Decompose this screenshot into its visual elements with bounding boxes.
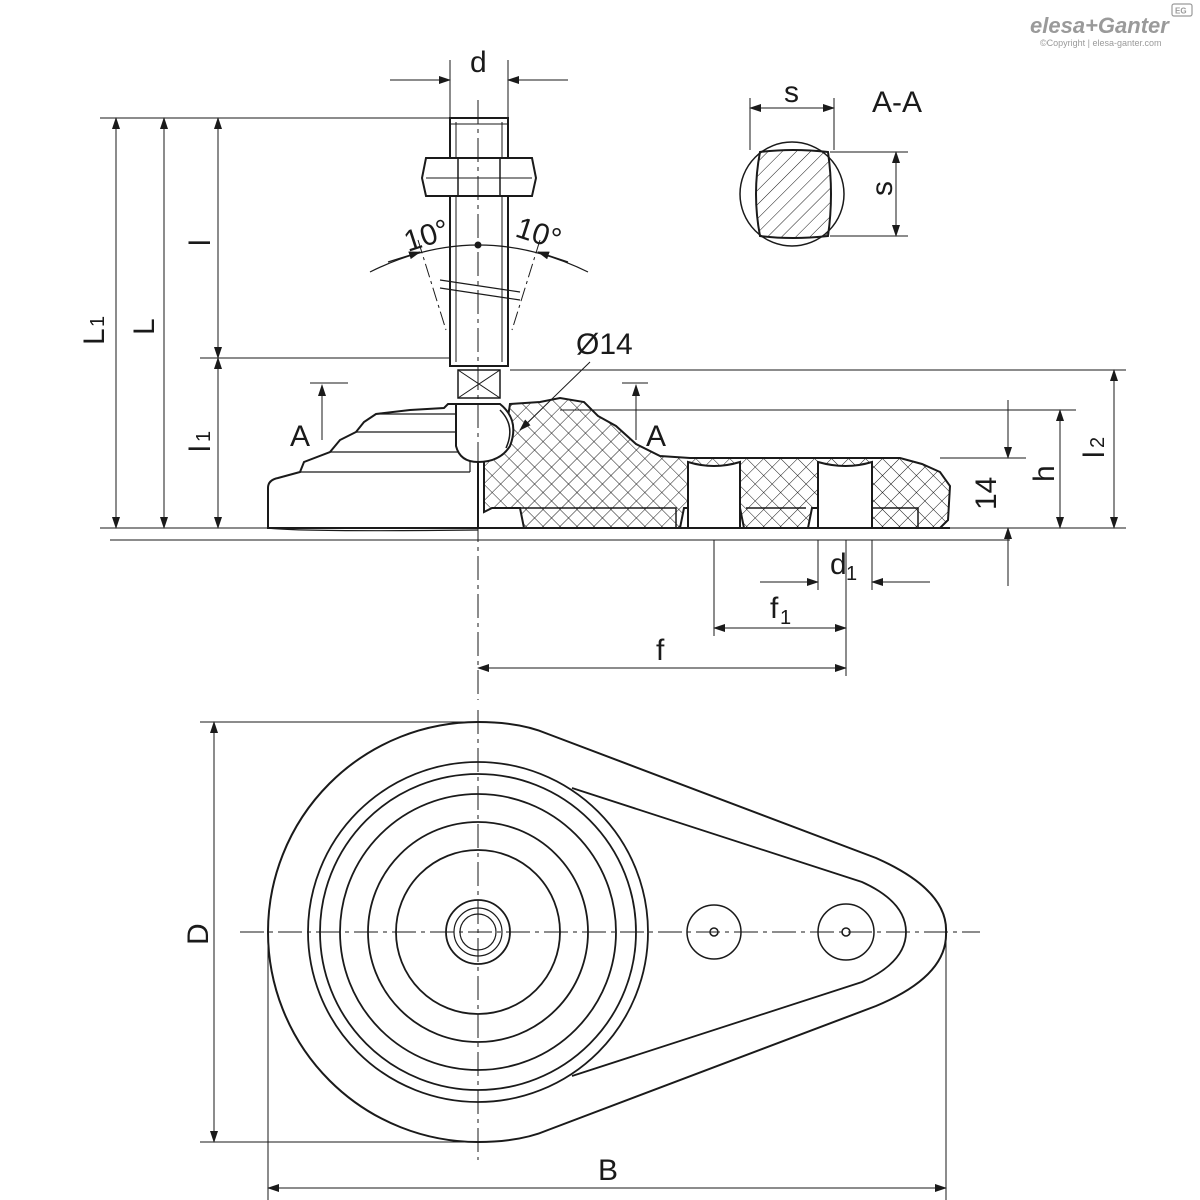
label-14: 14 <box>970 477 1003 510</box>
label-L: L <box>128 318 161 335</box>
logo-copyright: ©Copyright | elesa-ganter.com <box>1040 38 1162 48</box>
label-f: f <box>656 634 665 667</box>
label-B: B <box>598 1154 618 1187</box>
top-dimensions <box>200 721 947 1200</box>
label-section: A-A <box>872 86 922 119</box>
label-A-right: A <box>646 420 666 453</box>
label-d1-sub: 1 <box>846 563 857 585</box>
label-f1: f <box>770 592 779 625</box>
section-a-a <box>739 98 908 247</box>
base-outline-top <box>267 720 948 1144</box>
label-l1: l <box>184 445 217 452</box>
label-d: d <box>470 46 487 79</box>
logo-text: elesa+Ganter <box>1030 13 1170 38</box>
side-view <box>110 100 1010 700</box>
ball-joint <box>455 403 515 464</box>
side-dimensions <box>100 60 1126 676</box>
label-angle-left: 10° <box>400 213 453 258</box>
label-A-left: A <box>290 420 310 453</box>
label-l2: l <box>1078 451 1111 458</box>
label-l: l <box>184 239 217 246</box>
label-L1: L <box>78 328 111 345</box>
label-l1-sub: 1 <box>193 431 215 442</box>
hex-nut <box>420 157 538 197</box>
label-s-top: s <box>784 76 799 109</box>
mounting-hole-2 <box>817 460 873 529</box>
dimension-labels: d s A-A s 10° 10° Ø14 L 1 L l l 1 A A h … <box>78 46 1111 1187</box>
label-L1-sub: 1 <box>87 316 109 327</box>
mounting-hole-1 <box>687 460 741 529</box>
label-s-side: s <box>866 181 899 196</box>
label-D: D <box>182 923 215 945</box>
brand-logo: elesa+Ganter EG ©Copyright | elesa-gante… <box>1030 3 1193 48</box>
label-h: h <box>1028 465 1061 482</box>
top-view <box>240 710 980 1160</box>
label-diameter14: Ø14 <box>576 328 633 361</box>
square-section <box>755 149 832 239</box>
label-d1: d <box>830 548 847 581</box>
label-f1-sub: 1 <box>780 607 791 629</box>
label-angle-right: 10° <box>512 211 565 256</box>
logo-badge: EG <box>1175 7 1187 16</box>
label-l2-sub: 2 <box>1087 437 1109 448</box>
